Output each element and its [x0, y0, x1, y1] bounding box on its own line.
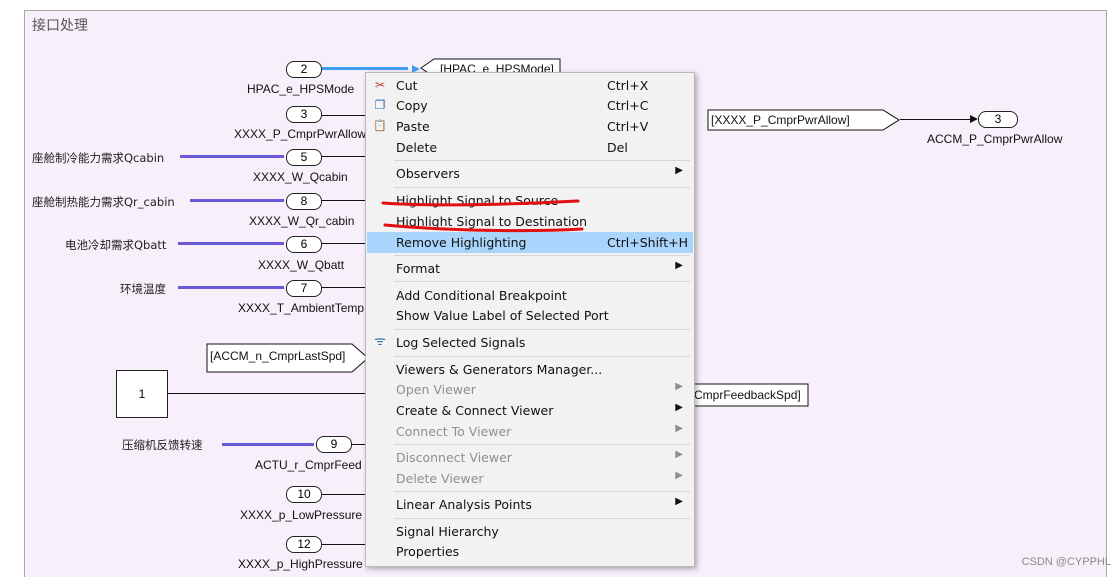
source-label-qcabin: 座舱制冷能力需求Qcabin [32, 151, 165, 165]
inport-5[interactable]: 5 [286, 149, 322, 166]
menu-item-copy[interactable]: ❐ Copy Ctrl+C [374, 98, 649, 113]
inport-5-label: XXXX_W_Qcabin [253, 170, 348, 184]
menu-separator [394, 160, 690, 161]
signal-line-cmprfeed[interactable] [222, 443, 314, 446]
source-label-qbatt: 电池冷却需求Qbatt [65, 238, 167, 252]
signal-line-ambient[interactable] [178, 286, 284, 289]
menu-item-log-signals[interactable]: ᯤ Log Selected Signals [374, 334, 526, 351]
watermark: CSDN @CYPPHL [1021, 556, 1111, 568]
menu-separator [394, 444, 690, 445]
chevron-right-icon: ▶ [675, 165, 683, 176]
inport-10[interactable]: 10 [286, 486, 322, 503]
constant-block[interactable]: 1 [116, 370, 168, 418]
source-label-ambient: 环境温度 [120, 282, 166, 296]
inport-10-label: XXXX_p_LowPressure [240, 508, 363, 522]
menu-item-disconnect-viewer[interactable]: Disconnect Viewer ▶ [396, 449, 683, 465]
inport-12[interactable]: 12 [286, 536, 322, 553]
chevron-right-icon: ▶ [675, 381, 683, 392]
inport-6[interactable]: 6 [286, 236, 322, 253]
signal-line-lowpressure[interactable] [322, 494, 366, 495]
menu-item-cut[interactable]: ✂ Cut Ctrl+X [374, 78, 649, 93]
signal-line-hpsmode[interactable] [322, 67, 408, 70]
inport-7[interactable]: 7 [286, 280, 322, 297]
menu-item-delete[interactable]: Delete Del [396, 140, 628, 155]
signal-line-qbatt[interactable] [178, 242, 284, 245]
inport-7-label: XXXX_T_AmbientTemp [238, 301, 365, 315]
signal-line-qrcabin[interactable] [190, 199, 284, 202]
context-menu[interactable]: ✂ Cut Ctrl+X ❐ Copy Ctrl+C 📋 Paste Ctrl+… [365, 72, 695, 567]
signal-line-qcabin-out[interactable] [322, 156, 366, 157]
from-cmprpwr[interactable] [707, 109, 901, 131]
inport-8[interactable]: 8 [286, 193, 322, 210]
menu-item-paste[interactable]: 📋 Paste Ctrl+V [373, 119, 649, 134]
from-cmprpwr-label: [XXXX_P_CmprPwrAllow] [711, 113, 850, 127]
from-lastspd[interactable] [206, 343, 370, 373]
menu-item-connect-to-viewer[interactable]: Connect To Viewer ▶ [396, 423, 683, 439]
menu-separator [394, 491, 690, 492]
menu-separator [394, 281, 690, 282]
inport-9-label: ACTU_r_CmprFeed [255, 458, 362, 472]
goto-feedback-label: CmprFeedbackSpd] [694, 388, 801, 402]
chevron-right-icon: ▶ [675, 496, 683, 507]
menu-separator [394, 356, 690, 357]
signal-line-qcabin[interactable] [180, 155, 284, 158]
chevron-right-icon: ▶ [675, 402, 683, 413]
menu-item-show-value-label[interactable]: Show Value Label of Selected Port [396, 308, 609, 323]
chevron-right-icon: ▶ [675, 260, 683, 271]
outport-3-label: ACCM_P_CmprPwrAllow [927, 132, 1063, 146]
chevron-right-icon: ▶ [675, 470, 683, 481]
arrow-icon [412, 65, 420, 73]
chevron-right-icon: ▶ [675, 449, 683, 460]
menu-item-remove-highlighting[interactable]: Remove Highlighting Ctrl+Shift+H [367, 232, 693, 253]
inport-3-label: XXXX_P_CmprPwrAllow [234, 127, 367, 141]
chevron-right-icon: ▶ [675, 423, 683, 434]
source-label-cmprfeed: 压缩机反馈转速 [122, 438, 203, 452]
menu-separator [394, 518, 690, 519]
menu-item-create-connect-viewer[interactable]: Create & Connect Viewer ▶ [396, 402, 683, 418]
menu-separator [394, 329, 690, 330]
inport-2-label: HPAC_e_HPSMode [247, 82, 355, 96]
copy-icon: ❐ [374, 98, 386, 112]
menu-item-format[interactable]: Format ▶ [396, 260, 683, 276]
inport-6-label: XXXX_W_Qbatt [258, 258, 345, 272]
menu-item-highlight-destination[interactable]: Highlight Signal to Destination [396, 214, 588, 229]
signal-line-outport[interactable] [900, 119, 970, 120]
inport-12-label: XXXX_p_HighPressure [238, 557, 363, 571]
menu-item-properties[interactable]: Properties [396, 544, 460, 559]
signal-line-qrcabin-out[interactable] [322, 200, 366, 201]
menu-item-signal-hierarchy[interactable]: Signal Hierarchy [396, 524, 499, 539]
menu-item-highlight-source[interactable]: Highlight Signal to Source [396, 193, 559, 208]
wifi-icon: ᯤ [374, 334, 386, 349]
arrow-icon [970, 115, 978, 123]
subsystem-title: 接口处理 [32, 18, 88, 34]
source-label-qrcabin: 座舱制热能力需求Qr_cabin [32, 195, 175, 209]
menu-item-observers[interactable]: Observers ▶ [396, 165, 683, 181]
signal-line-constant[interactable] [167, 393, 366, 394]
signal-line-cmprfeed-out[interactable] [352, 444, 366, 445]
menu-item-delete-viewer[interactable]: Delete Viewer ▶ [396, 470, 683, 486]
menu-item-open-viewer[interactable]: Open Viewer ▶ [396, 381, 683, 397]
menu-item-linear-analysis[interactable]: Linear Analysis Points ▶ [396, 496, 683, 512]
inport-3[interactable]: 3 [286, 106, 322, 123]
signal-line-highpressure[interactable] [322, 544, 366, 545]
menu-item-conditional-breakpoint[interactable]: Add Conditional Breakpoint [396, 288, 567, 303]
inport-9[interactable]: 9 [316, 436, 352, 453]
inport-2[interactable]: 2 [286, 61, 322, 78]
signal-line-cmprpwr[interactable] [322, 115, 366, 116]
from-lastspd-label: [ACCM_n_CmprLastSpd] [210, 349, 346, 363]
menu-separator [394, 187, 690, 188]
menu-item-viewers-manager[interactable]: Viewers & Generators Manager... [396, 362, 603, 377]
signal-line-ambient-out[interactable] [322, 287, 366, 288]
paste-icon: 📋 [373, 119, 387, 132]
inport-8-label: XXXX_W_Qr_cabin [249, 214, 355, 228]
scissors-icon: ✂ [374, 78, 386, 92]
menu-separator [394, 255, 690, 256]
outport-3[interactable]: 3 [978, 111, 1018, 128]
signal-line-qbatt-out[interactable] [322, 243, 366, 244]
